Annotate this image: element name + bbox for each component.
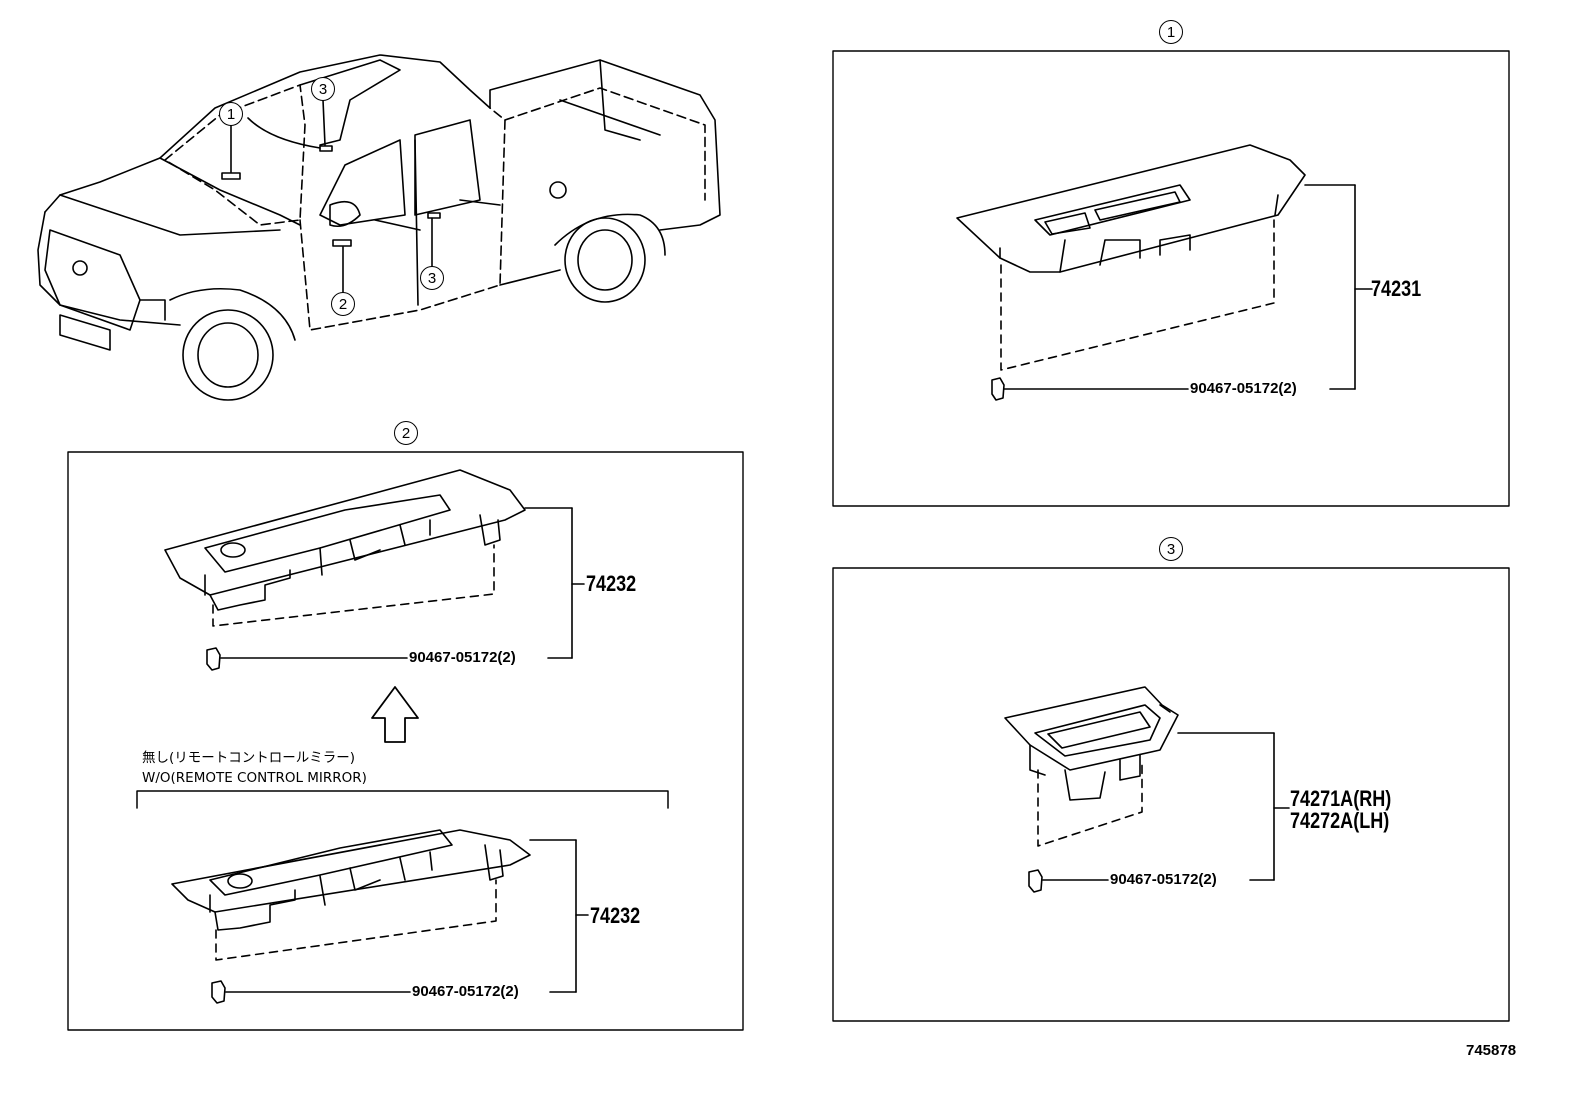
panel-1-frame (832, 50, 1510, 507)
part-number-74232-lower: 74232 (590, 903, 641, 928)
panel-2-frame (67, 451, 744, 1031)
part-number-clip-panel-3: 90467-05172(2) (1110, 871, 1217, 888)
part-number-clip-panel-2-lower: 90467-05172(2) (412, 983, 519, 1000)
vehicle-marker-3-door: 3 (420, 266, 444, 290)
variant-bracket (136, 790, 669, 809)
clip-fastener (991, 377, 1005, 401)
up-arrow-icon (371, 686, 419, 743)
window-switch-bezel (171, 829, 531, 931)
part-number-74272a-lh: 74272A(LH) (1290, 808, 1390, 833)
clip-fastener (1028, 869, 1043, 893)
vehicle-marker-1: 1 (219, 102, 243, 126)
part-number-clip-panel-2-upper: 90467-05172(2) (409, 649, 516, 666)
part-number-clip-panel-1: 90467-05172(2) (1190, 380, 1297, 397)
part-number-74271a-rh: 74271A(RH) (1290, 786, 1392, 811)
panel-3-frame (832, 567, 1510, 1022)
pickup-truck-illustration (37, 54, 721, 401)
variant-note-en: W/O(REMOTE CONTROL MIRROR) (142, 770, 367, 786)
part-number-74232-upper: 74232 (586, 571, 637, 596)
part-number-74231: 74231 (1371, 276, 1422, 301)
window-switch-bezel (956, 144, 1306, 273)
callout-2: 2 (394, 421, 418, 445)
callout-3: 3 (1159, 537, 1183, 561)
variant-note-jp: 無し(リモートコントロールミラー) (142, 750, 356, 766)
window-switch-bezel (164, 469, 526, 611)
window-switch-bezel (1004, 686, 1179, 801)
diagram-id: 745878 (1466, 1042, 1517, 1059)
callout-1: 1 (1159, 20, 1183, 44)
vehicle-marker-3-roof: 3 (311, 77, 335, 101)
clip-fastener (211, 980, 226, 1004)
vehicle-marker-2: 2 (331, 292, 355, 316)
clip-fastener (206, 647, 221, 671)
